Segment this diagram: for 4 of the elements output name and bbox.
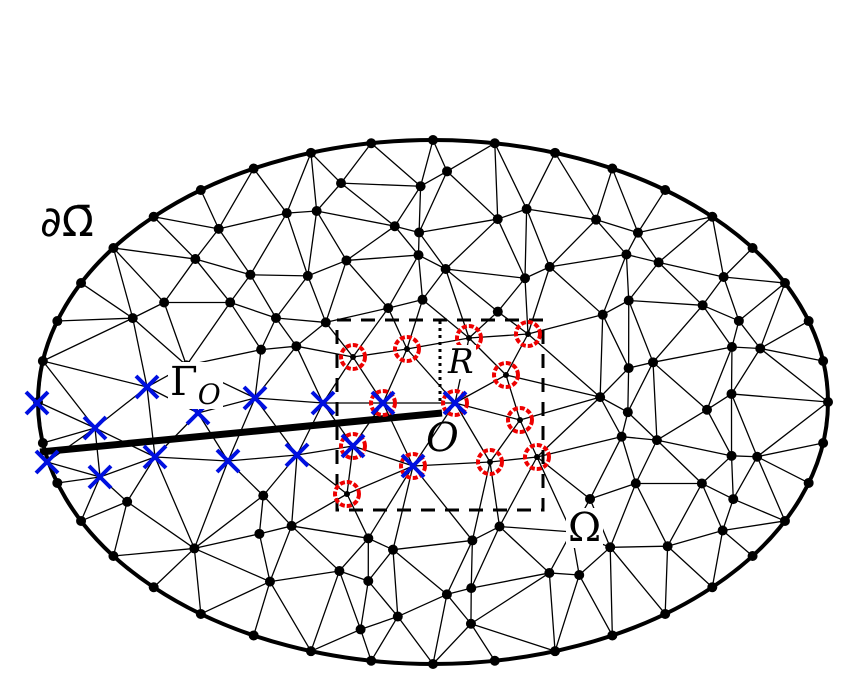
crack-label: Γ$_{O}$ xyxy=(168,362,223,409)
radius-label: R xyxy=(446,345,476,379)
domain-label: Ω xyxy=(566,508,604,548)
origin-label: O xyxy=(425,418,460,458)
